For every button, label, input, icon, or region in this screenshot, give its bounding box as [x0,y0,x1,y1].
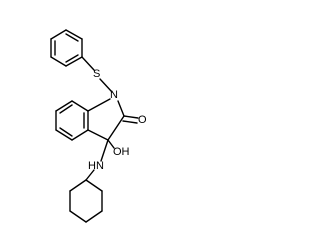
bond-c-o-double [122,120,138,124]
aromatic-bond [59,104,73,114]
atom-label-oh: OH [113,146,130,158]
atom-label-nh: HN [88,160,104,172]
bond [85,210,103,223]
aromatic-bond [65,54,79,63]
bond [65,29,83,40]
atom-label-o: O [138,114,147,126]
bond-n-c2 [117,100,125,117]
bond-c-o [123,115,139,119]
bond [71,100,89,112]
chemical-structure: S N O OH HN [50,29,147,223]
aromatic-bond [59,127,73,137]
bond [50,29,67,40]
bond-c7a-n [87,98,111,112]
bond [69,210,87,223]
benzo-ring [55,100,89,141]
bond [71,129,89,141]
bond [55,129,73,141]
bond-c3-c3a [87,129,109,141]
bond-c3-oh [107,139,115,149]
aromatic-bond [65,33,79,42]
bond-c3-nh [100,139,109,162]
bond [69,179,87,192]
bond-phenyl-s [81,56,95,71]
bond [65,56,83,67]
bond [85,179,103,192]
bond-c2-c3 [107,115,125,141]
bond [50,56,67,67]
phenyl-ring [50,29,83,67]
bond-s-n [99,78,113,93]
atom-label-s: S [93,68,100,80]
atom-label-n: N [110,89,118,101]
cyclohexyl-ring [69,179,103,223]
bond [55,100,73,112]
bond-nh-cyclohexyl [85,169,95,181]
